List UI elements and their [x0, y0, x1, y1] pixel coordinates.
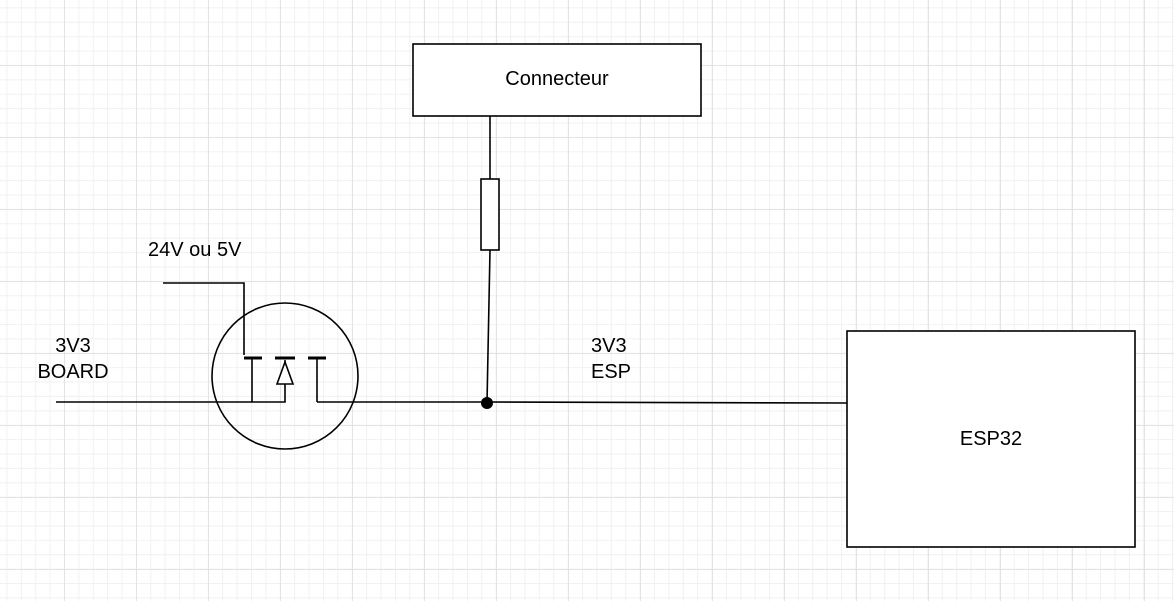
esp32-label: ESP32	[960, 428, 1022, 450]
connector-label: Connecteur	[505, 68, 609, 90]
mosfet-circle	[211, 302, 359, 450]
esp32-block: ESP32	[846, 330, 1136, 548]
gate-lead	[163, 282, 245, 355]
resistor-wire	[486, 249, 491, 404]
esp32-box	[846, 330, 1136, 548]
gate-supply-label: 24V ou 5V	[148, 239, 242, 261]
connector-block: Connecteur	[412, 43, 702, 117]
input-label-line1: 3V3	[55, 335, 91, 357]
mosfet-symbol	[163, 282, 359, 450]
esp-supply-wire	[486, 401, 848, 404]
output-label-line1: 3V3	[591, 335, 627, 357]
junction-dot	[481, 397, 493, 409]
output-label-line2: ESP	[591, 361, 631, 383]
input-label-line2: BOARD	[37, 361, 108, 383]
body-diode-arrow-icon	[275, 359, 295, 385]
pullup-resistor	[480, 178, 500, 251]
connector-box	[412, 43, 702, 117]
